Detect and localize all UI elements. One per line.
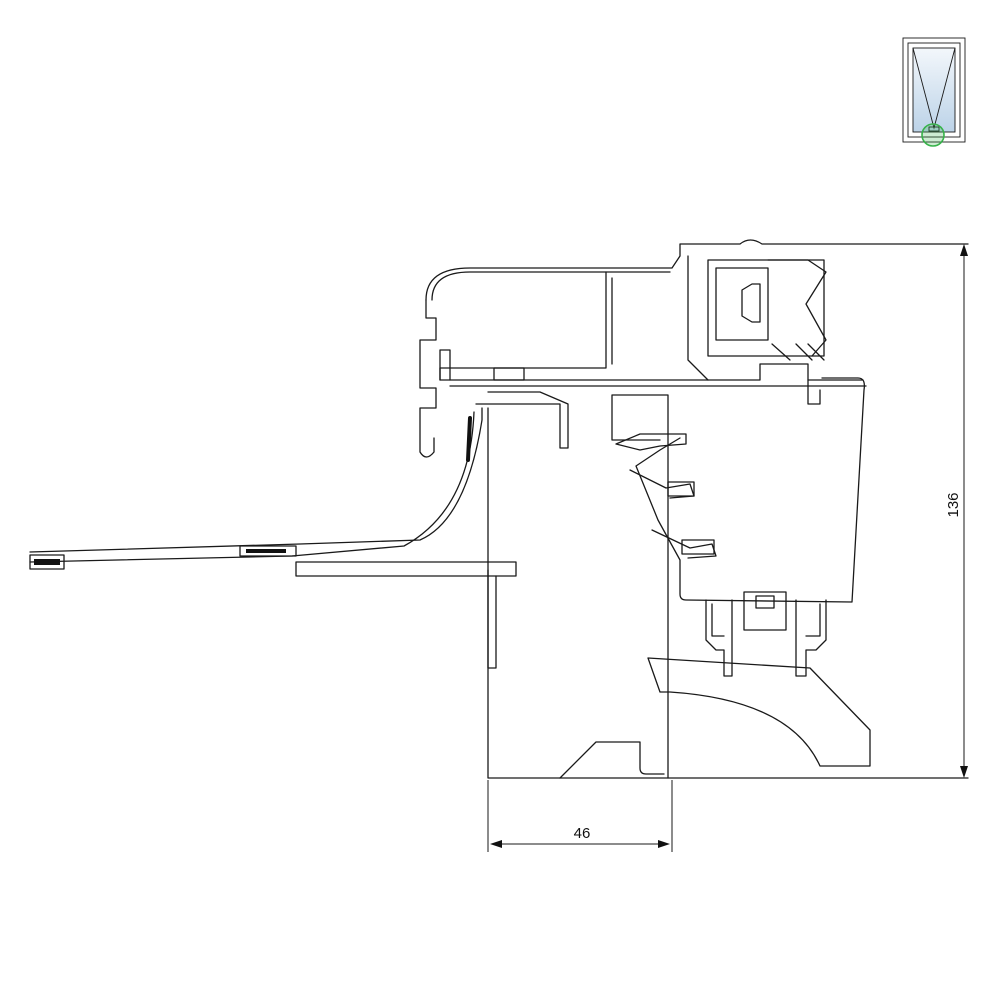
brush-seal-icon <box>29 545 297 570</box>
sash-profile <box>419 239 969 458</box>
frame-profile <box>487 394 969 779</box>
bottom-clips <box>705 591 827 677</box>
sill-flashing <box>29 391 569 669</box>
section-highlight-circle <box>921 123 945 147</box>
height-dimension-label: 136 <box>945 492 962 517</box>
width-dimension-label: 46 <box>574 825 591 842</box>
height-dimension: 136 <box>945 244 968 778</box>
window-section-indicator-icon <box>902 37 966 147</box>
glazing-bead <box>615 377 866 603</box>
width-dimension: 46 <box>487 780 673 852</box>
